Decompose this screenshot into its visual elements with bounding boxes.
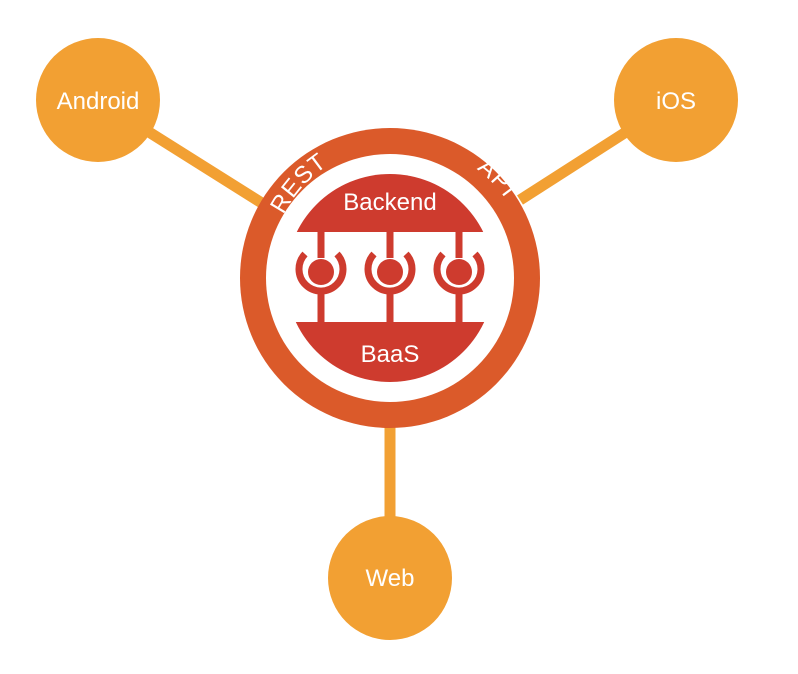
node-ios[interactable]: iOS (614, 38, 738, 162)
database-plug-icon (295, 230, 347, 324)
core-label-baas: BaaS (361, 341, 420, 368)
core-label-backend: Backend (343, 189, 436, 216)
node-android[interactable]: Android (36, 38, 160, 162)
node-web-circle (328, 516, 452, 640)
node-web-label: Web (366, 565, 415, 592)
database-plug-icon (364, 230, 416, 324)
node-android-label: Android (57, 88, 140, 115)
plug-icons (295, 230, 485, 324)
node-android-circle (36, 38, 160, 162)
node-ios-label: iOS (656, 88, 696, 115)
node-ios-circle (614, 38, 738, 162)
node-web[interactable]: Web (328, 516, 452, 640)
database-plug-icon (433, 230, 485, 324)
